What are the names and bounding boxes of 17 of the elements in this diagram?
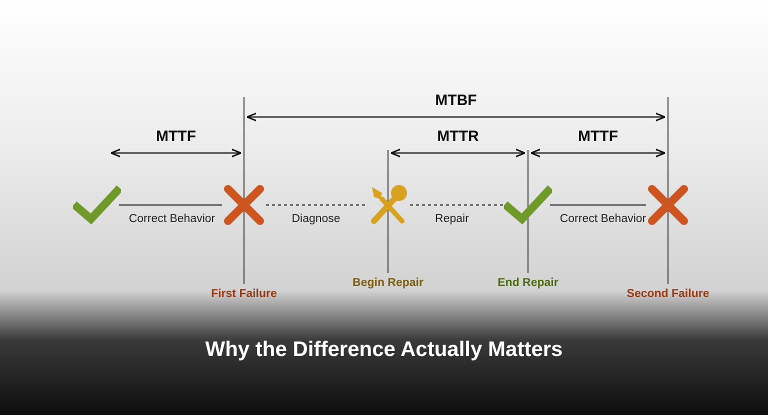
edge-label: Diagnose [290,212,342,226]
edge-label: Repair [434,212,470,226]
event-caption: First Failure [210,288,278,300]
page-title: Why the Difference Actually Matters [205,338,563,361]
edge-label: Correct Behavior [558,212,648,226]
connector-line [119,204,222,206]
event-caption: Begin Repair [352,277,424,289]
dimension-label: MTBF [434,92,478,109]
event-caption: Second Failure [626,288,710,300]
dimension-label: MTTF [577,128,619,145]
edge-label: Correct Behavior [128,212,216,226]
connector-line [550,204,646,206]
event-caption: End Repair [496,277,560,289]
connector-line [266,204,366,206]
dimension-label: MTTF [155,128,197,145]
connector-line [410,204,506,206]
dimension-label: MTTR [436,128,480,145]
